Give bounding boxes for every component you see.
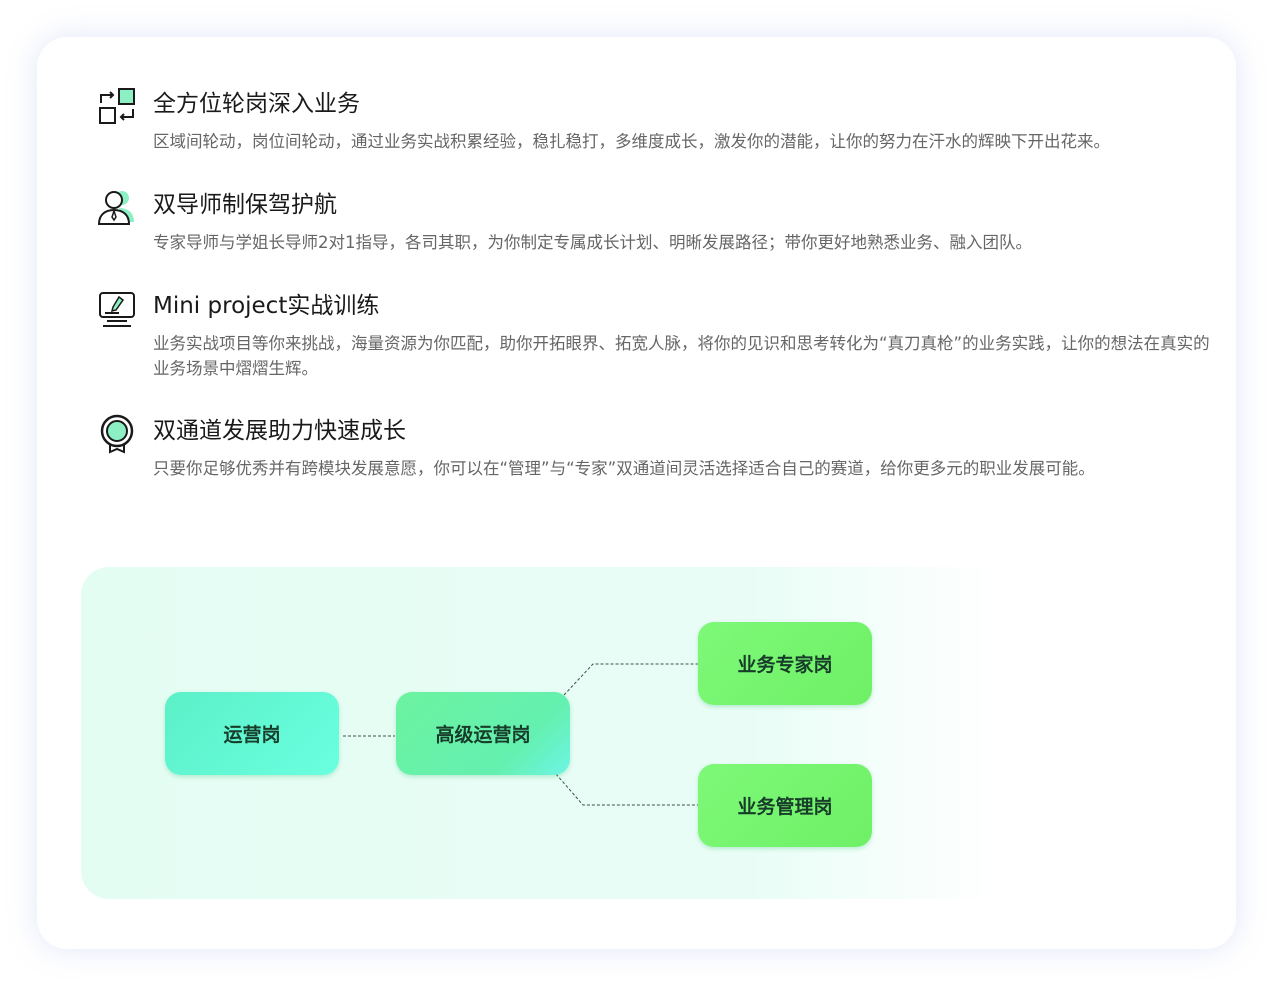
section-title: 全方位轮岗深入业务 xyxy=(153,91,360,117)
section-desc: 专家导师与学姐长导师2对1指导，各司其职，为你制定专属成长计划、明晰发展路径；带… xyxy=(153,233,1032,252)
section-title: 双导师制保驾护航 xyxy=(153,192,337,218)
section-title: 双通道发展助力快速成长 xyxy=(153,418,406,444)
connector-line xyxy=(555,773,698,806)
medal-icon xyxy=(100,414,134,454)
connector-lines xyxy=(343,663,698,806)
section-title: Mini project实战训练 xyxy=(153,293,380,319)
rotation-icon xyxy=(99,88,135,124)
connector-line xyxy=(563,663,698,696)
node-business-expert: 业务专家岗 xyxy=(698,622,872,705)
section-desc: 业务实战项目等你来挑战，海量资源为你匹配，助你开拓眼界、拓宽人脉，将你的见识和思… xyxy=(153,334,1210,378)
content-card: 全方位轮岗深入业务 区域间轮动，岗位间轮动，通过业务实战积累经验，稳扎稳打，多维… xyxy=(37,37,1236,949)
node-business-management: 业务管理岗 xyxy=(698,764,872,847)
section-desc: 只要你足够优秀并有跨模块发展意愿，你可以在“管理”与“专家”双通道间灵活选择适合… xyxy=(153,459,1095,478)
career-path-diagram: 运营岗 高级运营岗 业务专家岗 业务管理岗 xyxy=(81,567,1201,899)
section-desc: 区域间轮动，岗位间轮动，通过业务实战积累经验，稳扎稳打，多维度成长，激发你的潜能… xyxy=(153,132,1110,151)
mentors-icon xyxy=(97,191,134,225)
project-screen-icon xyxy=(99,292,135,327)
node-senior-operations: 高级运营岗 xyxy=(396,692,570,775)
node-operations: 运营岗 xyxy=(165,692,339,775)
